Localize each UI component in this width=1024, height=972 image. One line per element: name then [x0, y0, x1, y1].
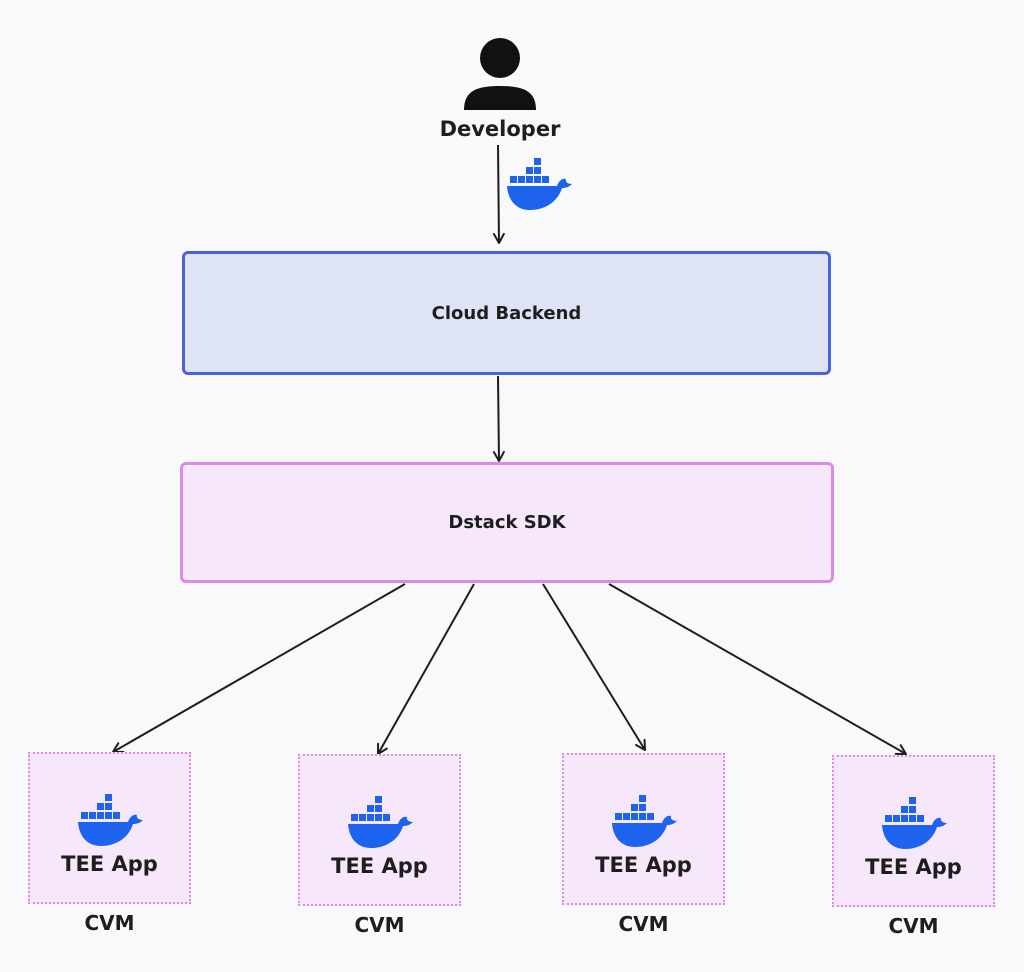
arrow-sdk-to-cvm-4 — [608, 583, 907, 755]
user-icon — [464, 38, 536, 110]
tee-app-label: TEE App — [595, 853, 692, 877]
cvm-label: CVM — [354, 913, 405, 937]
docker-whale-icon — [882, 797, 947, 849]
arrow-sdk-to-cvm-1 — [112, 583, 406, 753]
tee-app-label: TEE App — [331, 854, 428, 878]
arrow-sdk-to-cvm-2 — [377, 583, 475, 755]
docker-whale-icon — [348, 796, 413, 848]
arrow-developer-to-backend — [492, 144, 505, 244]
cvm-label: CVM — [84, 911, 135, 935]
cvm-node-1: TEE App — [28, 752, 191, 904]
developer-label: Developer — [439, 117, 561, 141]
cvm-node-2: TEE App — [298, 754, 461, 906]
dstack-sdk-label: Dstack SDK — [448, 512, 566, 533]
cvm-label: CVM — [618, 912, 669, 936]
docker-whale-icon — [78, 794, 143, 846]
cloud-backend-node: Cloud Backend — [182, 251, 831, 375]
dstack-sdk-node: Dstack SDK — [180, 462, 834, 583]
tee-app-label: TEE App — [865, 855, 962, 879]
docker-whale-icon — [612, 795, 677, 847]
cvm-label: CVM — [888, 914, 939, 938]
cvm-node-3: TEE App — [562, 753, 725, 905]
arrow-backend-to-sdk — [492, 375, 505, 462]
tee-app-label: TEE App — [61, 852, 158, 876]
cvm-node-4: TEE App — [832, 755, 995, 907]
docker-whale-icon — [507, 158, 572, 210]
cloud-backend-label: Cloud Backend — [431, 302, 582, 324]
arrow-sdk-to-cvm-3 — [542, 583, 646, 751]
